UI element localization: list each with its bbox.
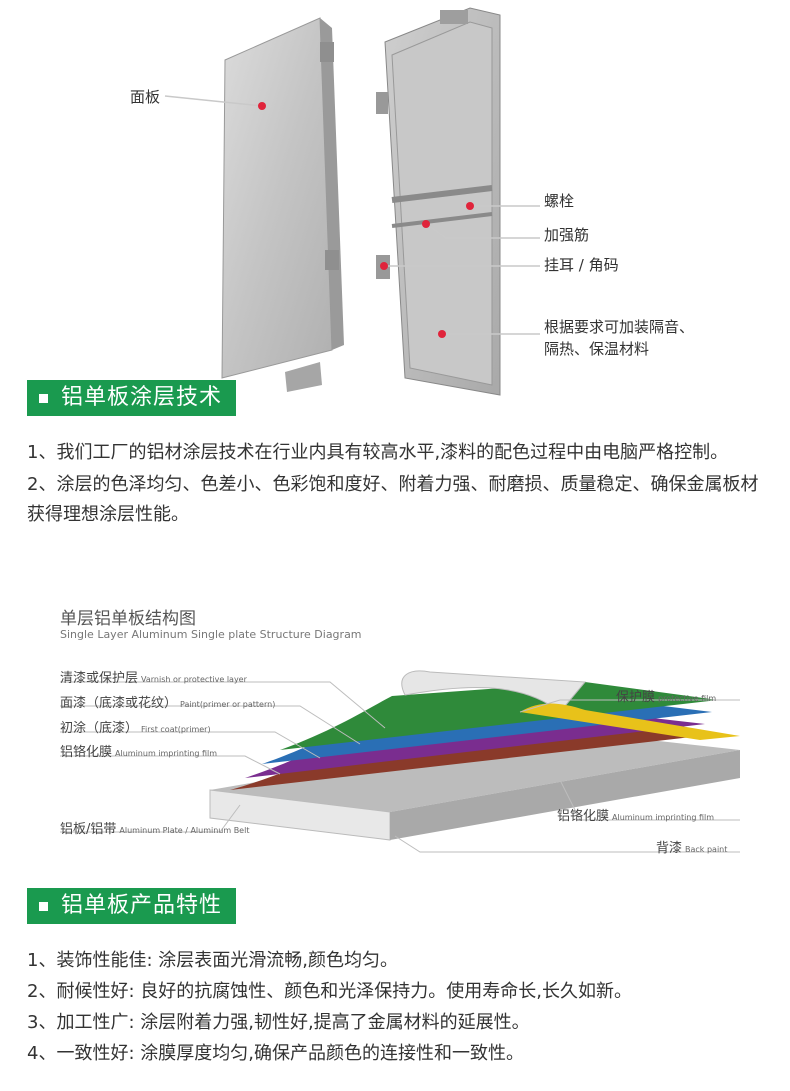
panel-illustration: 面板 螺栓 加强筋 挂耳 / 角码 根据要求可加装隔音、隔热、保温材料 [0, 0, 790, 400]
diagram-label-paint: 面漆（底漆或花纹）Paint(primer or pattern) [60, 696, 276, 711]
label-insulation: 根据要求可加装隔音、隔热、保温材料 [544, 318, 695, 358]
diagram-label-primer: 初涂（底漆）First coat(primer) [60, 721, 211, 736]
feature-item: 1、装饰性能佳: 涂层表面光滑流畅,颜色均匀。 [27, 950, 398, 971]
label-bolt: 螺栓 [544, 192, 575, 210]
bullet-square-icon [39, 394, 48, 403]
diagram-title: 单层铝单板结构图 [60, 609, 196, 629]
bullet-square-icon [39, 902, 48, 911]
label-hanger: 挂耳 / 角码 [544, 256, 619, 274]
diagram-subtitle: Single Layer Aluminum Single plate Struc… [60, 628, 362, 641]
feature-item: 4、一致性好: 涂膜厚度均匀,确保产品颜色的连接性和一致性。 [27, 1043, 524, 1064]
section-title-coating: 铝单板涂层技术 [27, 380, 237, 416]
section-title-features: 铝单板产品特性 [27, 888, 237, 924]
feature-item: 3、加工性广: 涂层附着力强,韧性好,提高了金属材料的延展性。 [27, 1012, 530, 1033]
structure-drawing [60, 670, 740, 853]
section-title-text: 铝单板产品特性 [61, 893, 223, 918]
feature-item: 2、耐候性好: 良好的抗腐蚀性、颜色和光泽保持力。使用寿命长,长久如新。 [27, 981, 632, 1002]
label-panel: 面板 [130, 88, 161, 106]
paragraph: 1、我们工厂的铝材涂层技术在行业内具有较高水平,漆料的配色过程中由电脑严格控制。 [27, 442, 729, 463]
section-title-text: 铝单板涂层技术 [61, 385, 223, 410]
label-stiffener: 加强筋 [544, 226, 590, 244]
coating-description: 1、我们工厂的铝材涂层技术在行业内具有较高水平,漆料的配色过程中由电脑严格控制。… [27, 438, 767, 530]
paragraph: 2、涂层的色泽均匀、色差小、色彩饱和度好、附着力强、耐磨损、质量稳定、确保金属板… [27, 474, 759, 525]
panel-drawing [164, 7, 540, 396]
